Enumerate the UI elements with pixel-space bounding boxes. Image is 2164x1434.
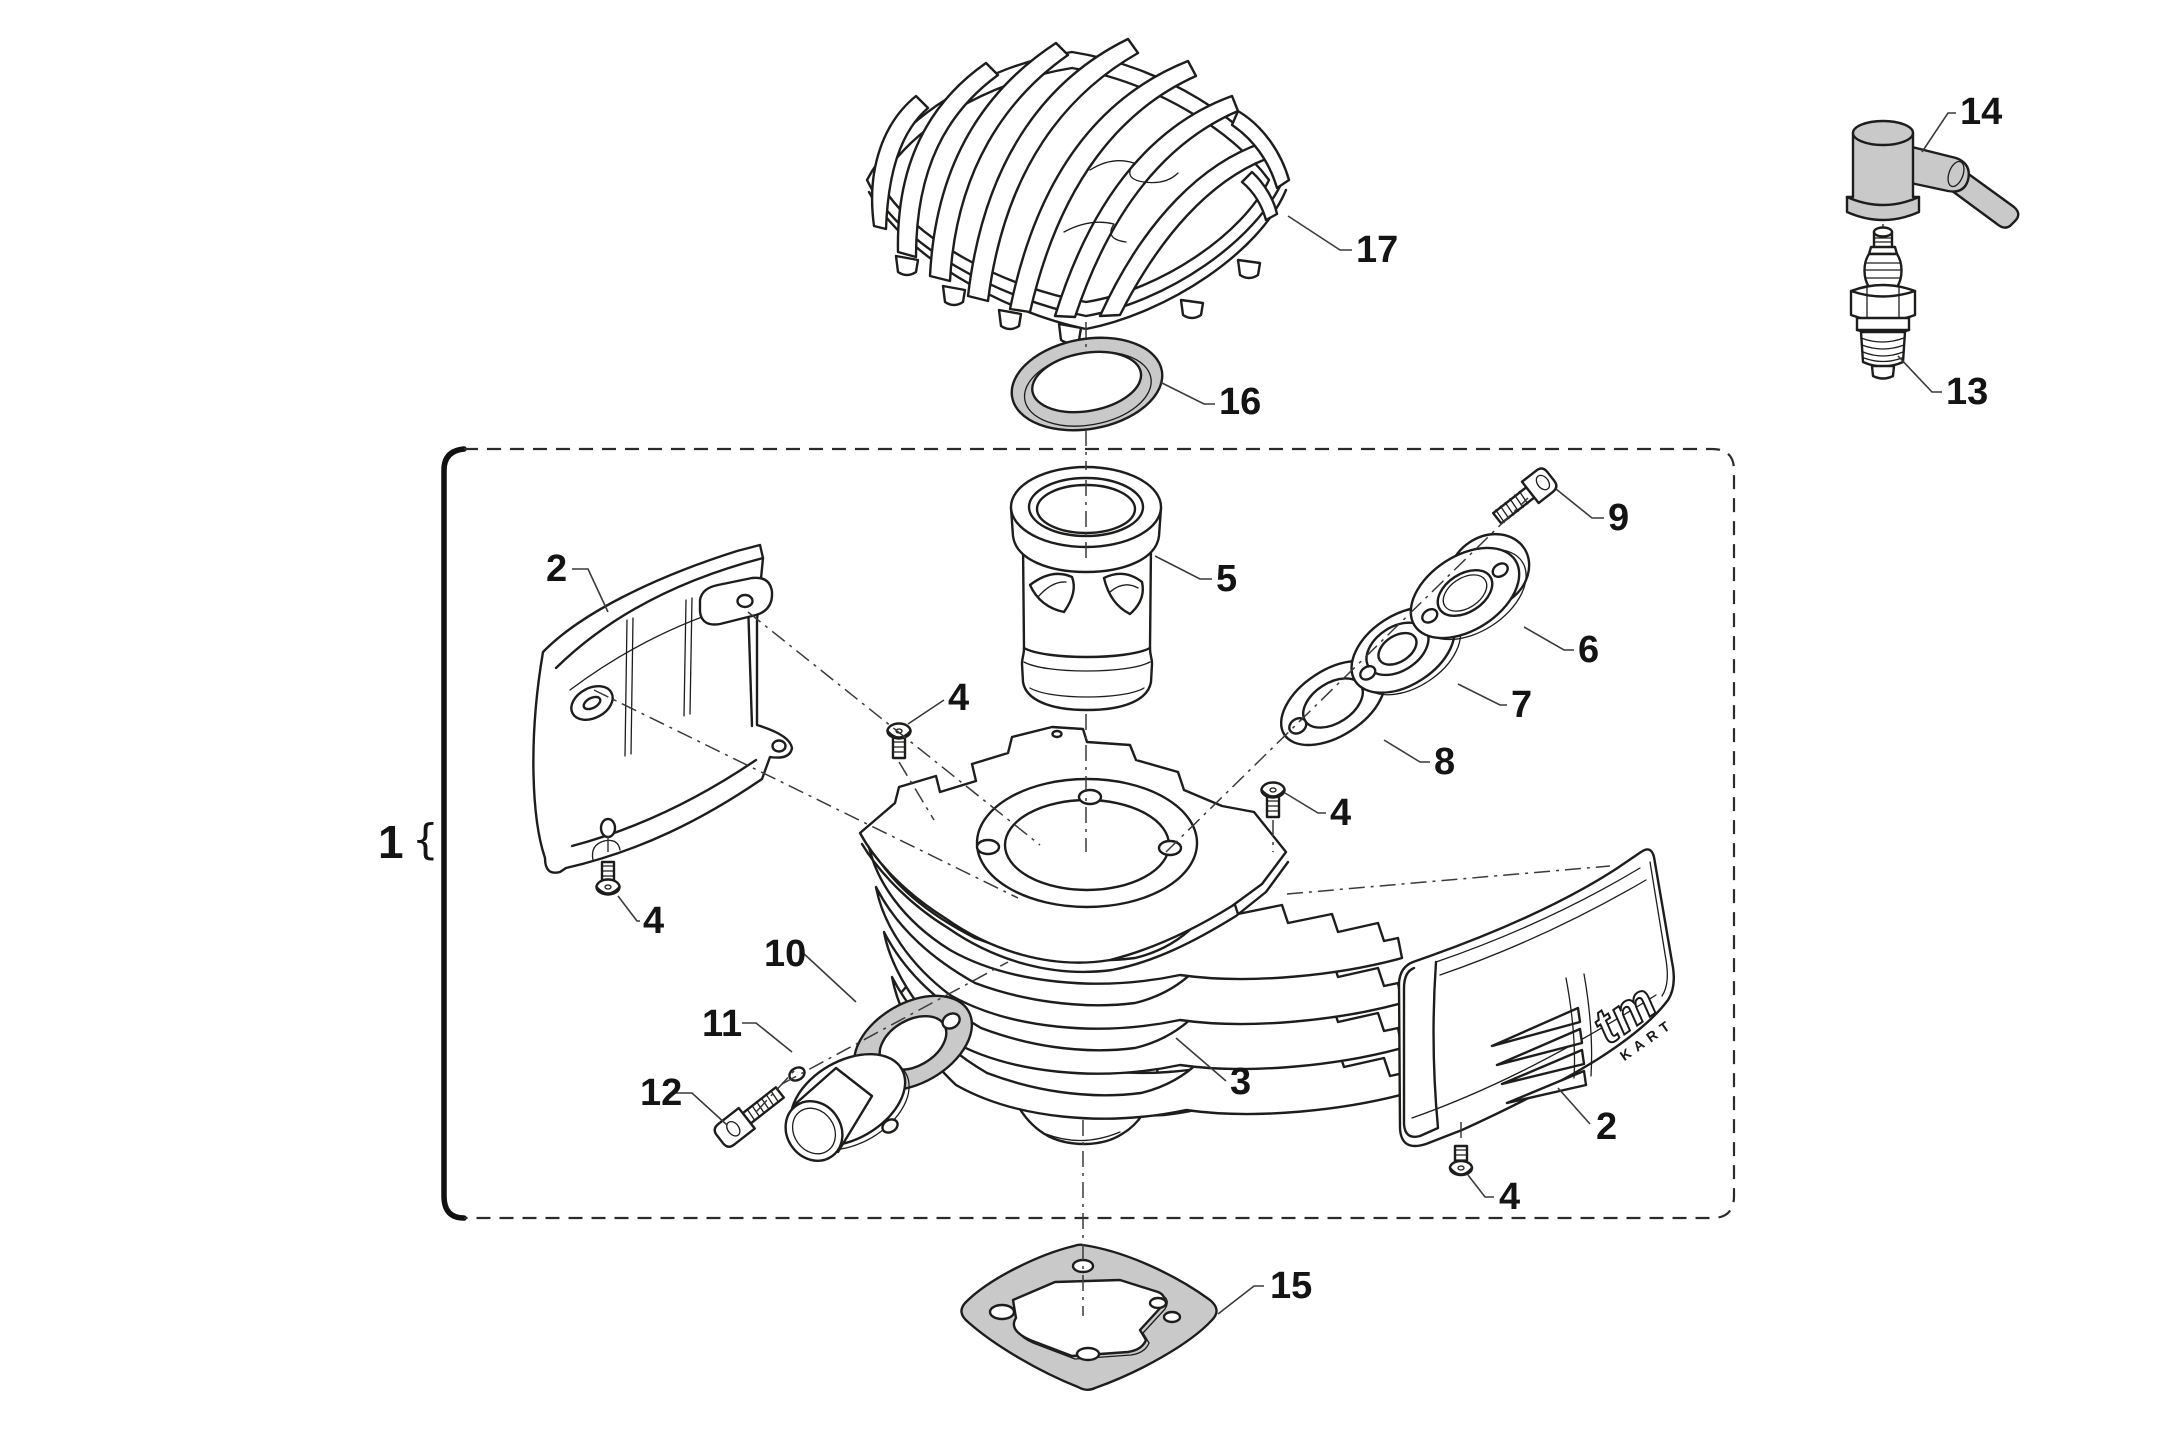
callout-10: 10 bbox=[764, 933, 806, 975]
callout-4-shroud-right: 4 bbox=[1499, 1176, 1520, 1218]
alignment-axes bbox=[593, 322, 1611, 1316]
callout-13: 13 bbox=[1946, 371, 1988, 413]
callout-12: 12 bbox=[640, 1072, 682, 1114]
head-ring-gasket-part-16 bbox=[1010, 336, 1164, 432]
cylinder-sleeve-part-5 bbox=[1009, 465, 1163, 712]
callout-7: 7 bbox=[1511, 684, 1532, 726]
callout-2-right: 2 bbox=[1596, 1106, 1617, 1148]
callout-8: 8 bbox=[1434, 741, 1455, 783]
callout-16: 16 bbox=[1219, 381, 1261, 423]
cooling-shroud-left-part-2 bbox=[532, 543, 794, 874]
callout-5: 5 bbox=[1216, 558, 1237, 600]
callout-14: 14 bbox=[1960, 91, 2002, 133]
callout-1: 1 bbox=[378, 816, 404, 868]
exhaust-flange-part-11 bbox=[784, 1052, 910, 1162]
base-gasket-part-15 bbox=[960, 1243, 1218, 1391]
callout-11: 11 bbox=[702, 1003, 742, 1045]
callout-2-left: 2 bbox=[546, 548, 567, 590]
assembly-group-box bbox=[441, 446, 1736, 1221]
cylinder-part-3 bbox=[858, 725, 1410, 1146]
callout-4-cylinder-right: 4 bbox=[1330, 792, 1351, 834]
cooling-shroud-right-part-2: tm KART bbox=[1397, 848, 1677, 1148]
screw-part-4-cylinder-left bbox=[886, 722, 912, 760]
callout-6: 6 bbox=[1578, 629, 1599, 671]
callout-17: 17 bbox=[1356, 229, 1398, 271]
callout-3: 3 bbox=[1230, 1061, 1251, 1103]
spark-plug-cap-part-14 bbox=[1845, 119, 2020, 229]
callout-15: 15 bbox=[1270, 1265, 1312, 1307]
screw-part-4-shroud-right bbox=[1448, 1144, 1474, 1177]
callout-leader-lines bbox=[572, 112, 1956, 1315]
cylinder-head-part-17 bbox=[865, 37, 1291, 345]
screw-part-4-shroud-left bbox=[595, 860, 621, 896]
spark-plug-part-13 bbox=[1849, 224, 1917, 380]
callout-4-shroud-left: 4 bbox=[643, 900, 664, 942]
exhaust-flange-screw-part-12 bbox=[713, 1086, 786, 1148]
callout-4-cylinder-left: 4 bbox=[948, 677, 969, 719]
callout-labels: 17 16 14 13 9 5 6 7 8 4 4 2 1 { 4 10 11 … bbox=[378, 91, 2002, 1307]
intake-manifold-part-6 bbox=[1409, 532, 1531, 641]
screw-part-4-cylinder-right bbox=[1260, 781, 1286, 819]
manifold-screw-part-9 bbox=[1492, 467, 1558, 525]
callout-1-brace: { bbox=[412, 815, 439, 864]
callout-9: 9 bbox=[1608, 497, 1629, 539]
